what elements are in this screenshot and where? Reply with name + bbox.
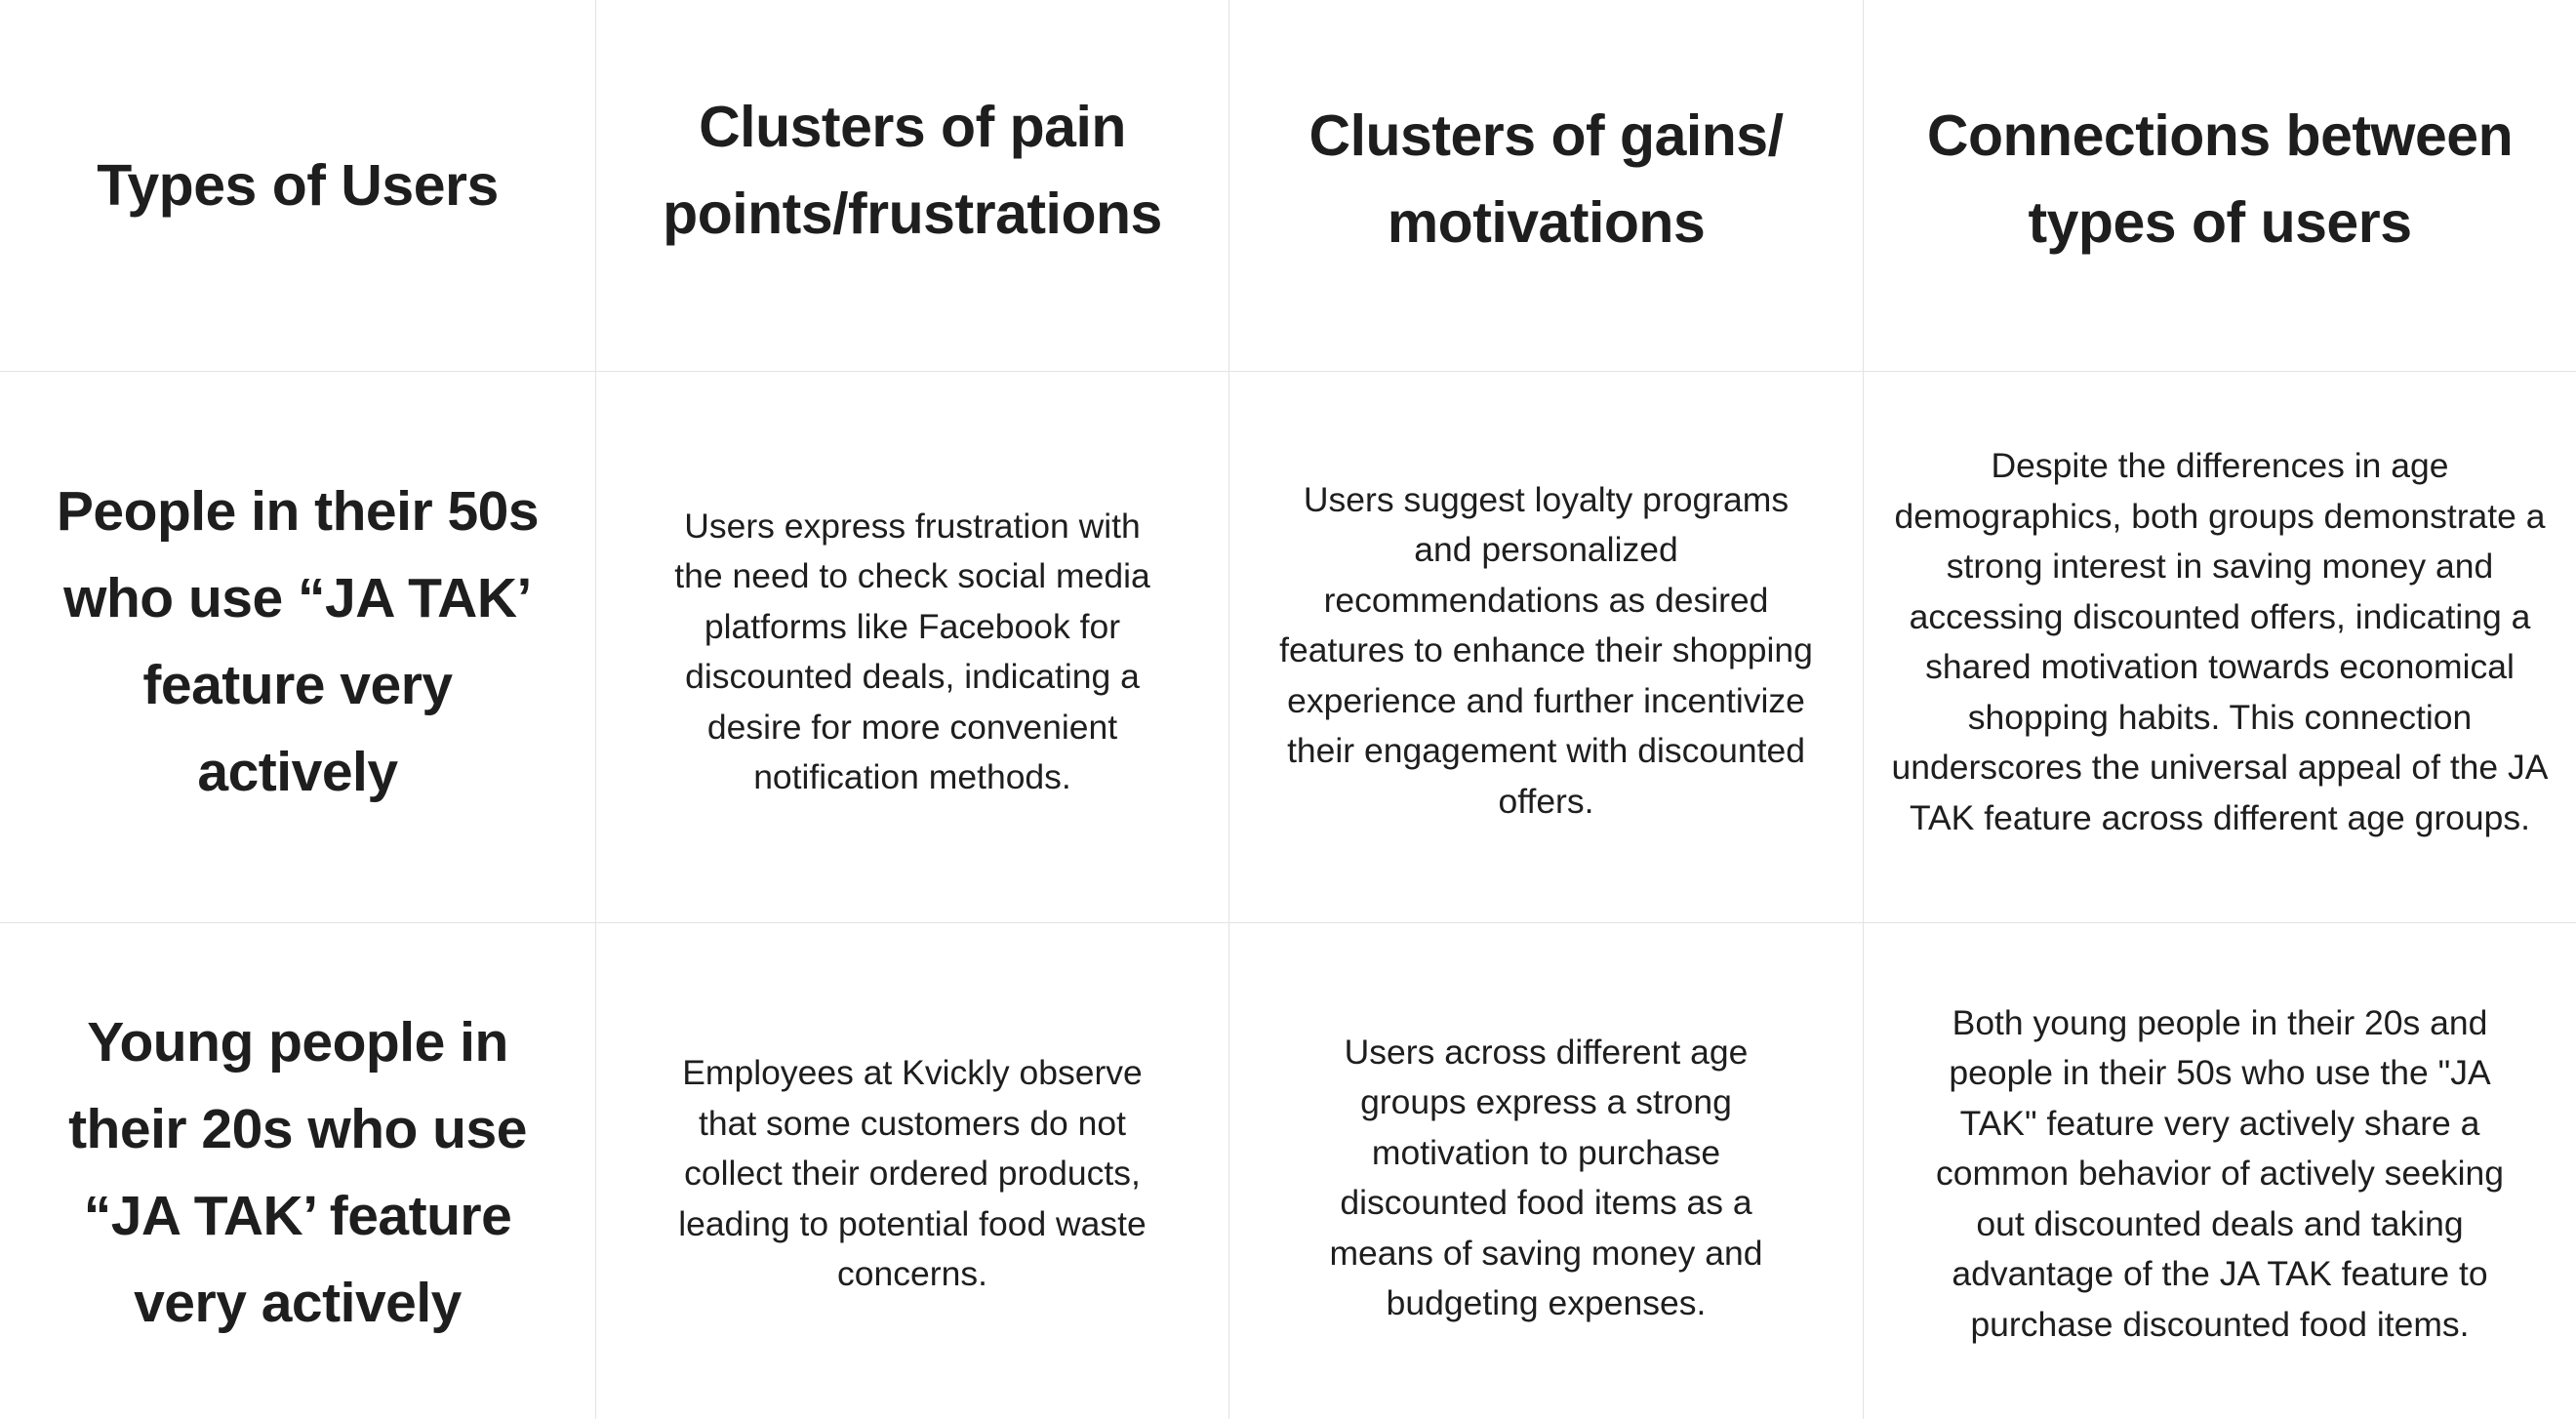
header-cell-gains: Clusters of gains/ motivations xyxy=(1229,0,1864,372)
column-header: Clusters of pain points/frustrations xyxy=(663,95,1162,246)
table-row-1-pain-points: Users express frustration with the need … xyxy=(596,372,1229,923)
connections-text: Both young people in their 20s and peopl… xyxy=(1935,1002,2505,1344)
column-header: Connections between types of users xyxy=(1926,103,2514,255)
user-type-label: People in their 50s who use “JA TAK’ fea… xyxy=(56,480,540,803)
gains-text: Users across different age groups expres… xyxy=(1329,1032,1763,1323)
pain-points-text: Users express frustration with the need … xyxy=(674,506,1150,797)
table-row-2-connections: Both young people in their 20s and peopl… xyxy=(1864,923,2576,1419)
table-row-1-gains: Users suggest loyalty programs and perso… xyxy=(1229,372,1864,923)
user-type-label: Young people in their 20s who use “JA TA… xyxy=(68,1011,527,1334)
header-cell-connections: Connections between types of users xyxy=(1864,0,2576,372)
table-row-2-user-type: Young people in their 20s who use “JA TA… xyxy=(0,923,596,1419)
column-header: Clusters of gains/ motivations xyxy=(1308,103,1784,255)
column-header: Types of Users xyxy=(97,152,499,218)
header-cell-types-of-users: Types of Users xyxy=(0,0,596,372)
table-row-2-gains: Users across different age groups expres… xyxy=(1229,923,1864,1419)
gains-text: Users suggest loyalty programs and perso… xyxy=(1279,479,1813,821)
connections-text: Despite the differences in age demograph… xyxy=(1891,446,2549,837)
pain-points-text: Employees at Kvickly observe that some c… xyxy=(678,1053,1147,1294)
table-row-2-pain-points: Employees at Kvickly observe that some c… xyxy=(596,923,1229,1419)
header-cell-pain-points: Clusters of pain points/frustrations xyxy=(596,0,1229,372)
table-row-1-connections: Despite the differences in age demograph… xyxy=(1864,372,2576,923)
table-row-1-user-type: People in their 50s who use “JA TAK’ fea… xyxy=(0,372,596,923)
